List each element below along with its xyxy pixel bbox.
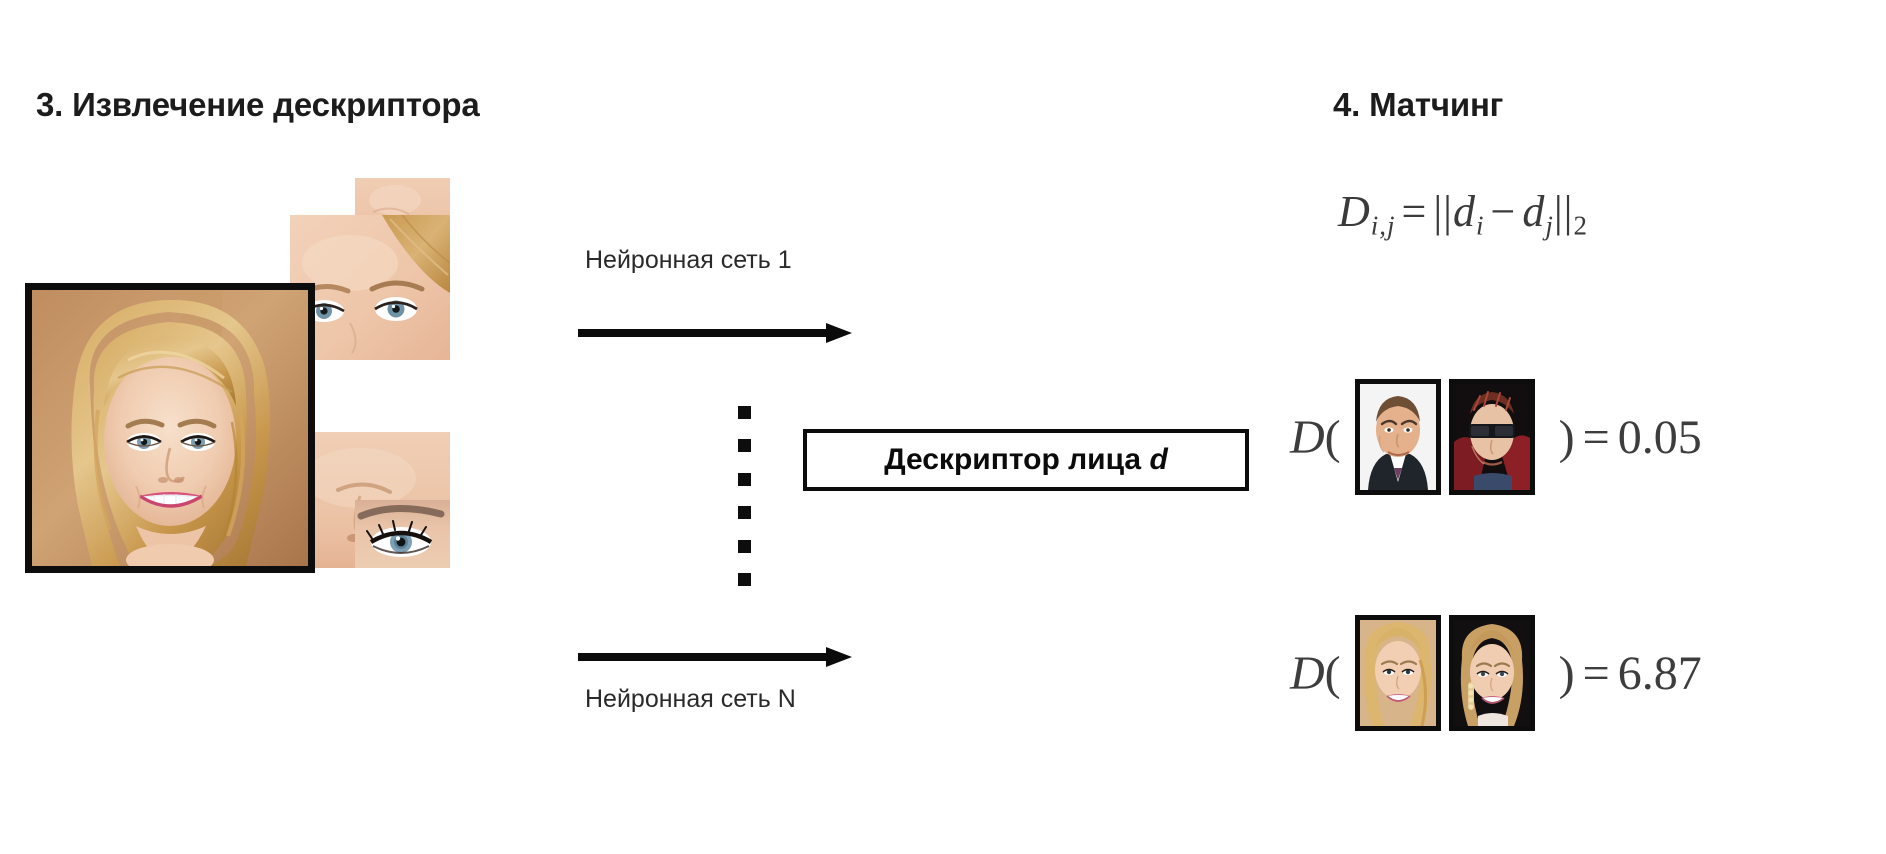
ellipsis-dot bbox=[737, 506, 751, 520]
match-prefix-symbol: D bbox=[1290, 646, 1325, 700]
match-row: D( bbox=[1290, 608, 1702, 738]
match-result: )=6.87 bbox=[1559, 646, 1702, 701]
match-distance-value: 6.87 bbox=[1617, 646, 1702, 700]
ellipsis-dot bbox=[737, 539, 751, 553]
neural-network-first-label: Нейронная сеть 1 bbox=[585, 246, 792, 274]
match-equals: = bbox=[1582, 410, 1610, 464]
match-distance-value: 0.05 bbox=[1617, 410, 1702, 464]
formula-norm-order: 2 bbox=[1573, 210, 1588, 241]
formula-term1-symbol: d bbox=[1453, 187, 1476, 236]
match-prefix: D( bbox=[1290, 646, 1341, 701]
formula-equals: = bbox=[1401, 187, 1428, 236]
thumb-scarlett-johansson bbox=[1448, 615, 1535, 731]
face-descriptor-label: Дескриптор лица d bbox=[884, 443, 1168, 477]
face-descriptor-text: Дескриптор лица bbox=[884, 443, 1150, 476]
match-close-paren: ) bbox=[1558, 646, 1575, 700]
formula-lhs-subscript: i,j bbox=[1370, 210, 1396, 241]
formula-norm-close: || bbox=[1553, 187, 1574, 236]
ellipsis-dot bbox=[737, 406, 751, 419]
section-heading-extract: 3. Извлечение дескриптора bbox=[36, 86, 480, 123]
source-face-photo-image bbox=[32, 290, 308, 566]
match-close-paren: ) bbox=[1558, 410, 1575, 464]
match-result: )=0.05 bbox=[1559, 410, 1702, 465]
section-heading-matching: 4. Матчинг bbox=[1333, 86, 1504, 123]
formula-minus: − bbox=[1490, 187, 1517, 236]
arrow-to-descriptor-last bbox=[578, 646, 852, 668]
match-prefix: D( bbox=[1290, 410, 1341, 465]
vertical-ellipsis-dots bbox=[736, 406, 752, 586]
formula-term1-subscript: i bbox=[1476, 210, 1485, 241]
ellipsis-dot bbox=[737, 572, 751, 586]
match-open-paren: ( bbox=[1324, 410, 1341, 464]
match-equals: = bbox=[1582, 646, 1610, 700]
formula-term2-subscript: j bbox=[1545, 210, 1554, 241]
patch-eye-crop-image bbox=[355, 500, 450, 568]
arrow-to-descriptor-first bbox=[578, 322, 852, 344]
formula-term2-symbol: d bbox=[1522, 187, 1546, 236]
thumb-blake-lively bbox=[1354, 615, 1441, 731]
distance-formula: Di,j=||di−dj||2 bbox=[1338, 186, 1588, 242]
thumb-arnold-portrait bbox=[1354, 379, 1441, 495]
match-open-paren: ( bbox=[1324, 646, 1341, 700]
formula-lhs-symbol: D bbox=[1338, 187, 1371, 236]
neural-network-last-label: Нейронная сеть N bbox=[585, 685, 796, 713]
face-descriptor-symbol: d bbox=[1149, 443, 1168, 476]
source-face-photo bbox=[25, 283, 315, 573]
ellipsis-dot bbox=[737, 439, 751, 453]
patch-eyes-crop-image bbox=[290, 215, 450, 360]
formula-norm-open: || bbox=[1433, 187, 1453, 236]
match-row: D( bbox=[1290, 372, 1702, 502]
face-descriptor-box: Дескриптор лица d bbox=[803, 429, 1249, 491]
match-prefix-symbol: D bbox=[1290, 410, 1325, 464]
thumb-terminator bbox=[1448, 379, 1535, 495]
ellipsis-dot bbox=[737, 472, 751, 486]
